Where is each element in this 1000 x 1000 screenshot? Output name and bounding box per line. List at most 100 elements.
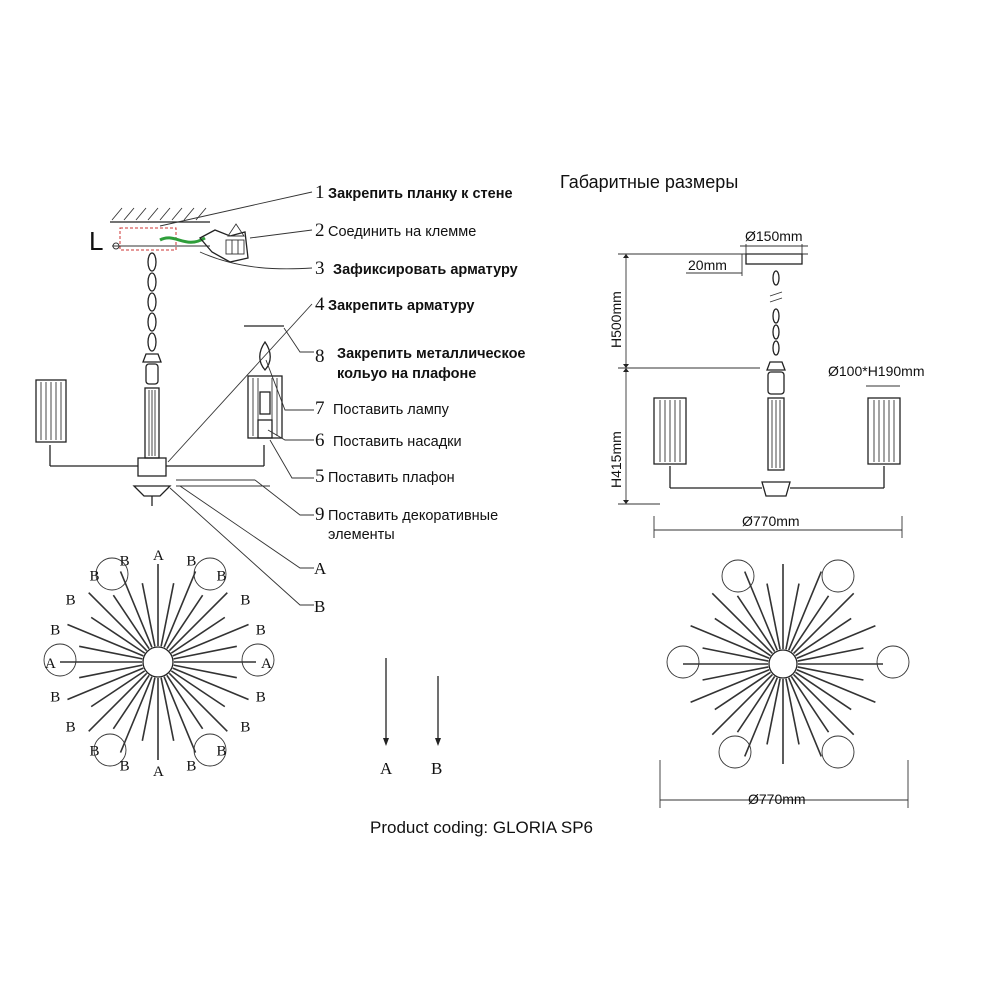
decor-rod: [160, 677, 175, 741]
decor-rod: [711, 674, 773, 736]
canopy: [745, 253, 803, 265]
shade-top-view: [721, 559, 755, 593]
right-shade: [244, 325, 284, 439]
decor-rod: [172, 667, 249, 701]
rod-letter: B: [90, 569, 100, 585]
decor-rod: [785, 583, 800, 650]
decor-rod: [714, 671, 771, 711]
step-text-line2: кольуо на плафоне: [337, 366, 476, 382]
left-shade: [35, 379, 67, 443]
rod-letter: B: [66, 719, 76, 735]
decor-rod: [743, 677, 778, 757]
assembly-diagram: L: [35, 191, 314, 606]
step-text: Поставить плафон: [328, 470, 455, 486]
step-number: 1: [315, 182, 325, 203]
rod-letter: A: [45, 656, 56, 672]
shade-top-view: [241, 643, 275, 677]
decor-rod: [797, 647, 864, 662]
rod-letter: B: [256, 689, 266, 705]
shade-top-view: [876, 645, 910, 679]
step-text: Закрепить металлическое: [337, 346, 526, 362]
rod-letter: B: [240, 593, 250, 609]
step-number: 7: [315, 398, 325, 419]
decor-rod: [119, 571, 153, 648]
step-text: Зафиксировать арматуру: [333, 262, 518, 278]
decor-rod: [119, 676, 153, 753]
step-text: Поставить декоративные: [328, 508, 498, 524]
rod-letter: B: [120, 759, 130, 775]
dim-width-top: Ø770mm: [748, 791, 806, 807]
dimension-lines: [618, 244, 909, 808]
decor-rod: [790, 595, 830, 652]
shade-top-view: [821, 559, 855, 593]
step-text: Закрепить арматуру: [328, 298, 474, 314]
decor-rod: [79, 645, 143, 660]
decor-rod: [90, 670, 146, 708]
decor-rod: [163, 571, 197, 648]
step-number: 2: [315, 220, 325, 241]
letter-l: L: [89, 226, 103, 256]
decor-rod: [170, 616, 226, 654]
shade-top-view: [95, 557, 129, 591]
step-text-line2: элементы: [328, 527, 395, 543]
callout-a: A: [314, 559, 327, 578]
decor-rod: [112, 594, 150, 650]
terminal-block: [198, 223, 249, 263]
leader-lines: [159, 191, 314, 606]
dim-chain-height: H500mm: [608, 291, 624, 348]
chain: [769, 270, 783, 356]
decor-rod: [766, 678, 781, 745]
dimensions-title: Габаритные размеры: [560, 172, 738, 192]
decor-rod: [736, 676, 776, 733]
decor-rod: [797, 666, 864, 681]
rod-letter: B: [216, 743, 226, 759]
decor-rod: [793, 674, 855, 736]
decor-rod: [788, 571, 823, 651]
decor-rod: [736, 595, 776, 652]
rod-letter: B: [120, 553, 130, 569]
shade-top-view: [718, 735, 752, 769]
side-view: [653, 253, 901, 497]
step-number: 9: [315, 504, 325, 525]
step-text: Соединить на клемме: [328, 224, 476, 240]
rod-b-label: B: [431, 759, 442, 778]
decor-rod-star: [60, 564, 256, 760]
decor-rod: [88, 672, 148, 732]
decor-rod: [790, 676, 830, 733]
ceiling-hatch: [110, 207, 210, 223]
decor-rod: [90, 616, 146, 654]
decor-rod: [702, 647, 769, 662]
dimension-labels: Ø150mm 20mm H500mm H415mm Ø100*H190mm Ø7…: [608, 228, 925, 807]
decor-rod: [141, 677, 156, 741]
shade-top-view: [193, 733, 227, 767]
rod-a-label: A: [380, 759, 393, 778]
decor-rod: [690, 669, 770, 704]
decor-rod: [743, 571, 778, 651]
decor-rod: [67, 623, 144, 657]
green-wire: [159, 236, 206, 244]
shade-top-view: [43, 643, 77, 677]
rod-letter: A: [261, 656, 272, 672]
step-number: 4: [315, 294, 325, 315]
shade-top-view: [821, 735, 855, 769]
decor-rod: [160, 583, 175, 647]
shade-top-view: [193, 557, 227, 591]
decor-rod-star: [683, 564, 883, 764]
rod-letter: B: [256, 623, 266, 639]
decor-rod: [79, 664, 143, 679]
rod-letter: A: [153, 548, 164, 564]
rod-letter: B: [50, 689, 60, 705]
step-text: Поставить насадки: [333, 434, 462, 450]
decor-rod: [170, 670, 226, 708]
decor-rod: [173, 645, 237, 660]
step-text: Поставить лампу: [333, 402, 450, 418]
dim-body-height: H415mm: [608, 431, 624, 488]
center-column: [132, 353, 172, 506]
decor-rod: [67, 667, 144, 701]
dim-canopy-diameter: Ø150mm: [745, 228, 803, 244]
decor-rod: [711, 592, 773, 654]
rod-letter: A: [153, 764, 164, 780]
dim-shade-size: Ø100*H190mm: [828, 363, 925, 379]
decor-rod: [168, 672, 228, 732]
